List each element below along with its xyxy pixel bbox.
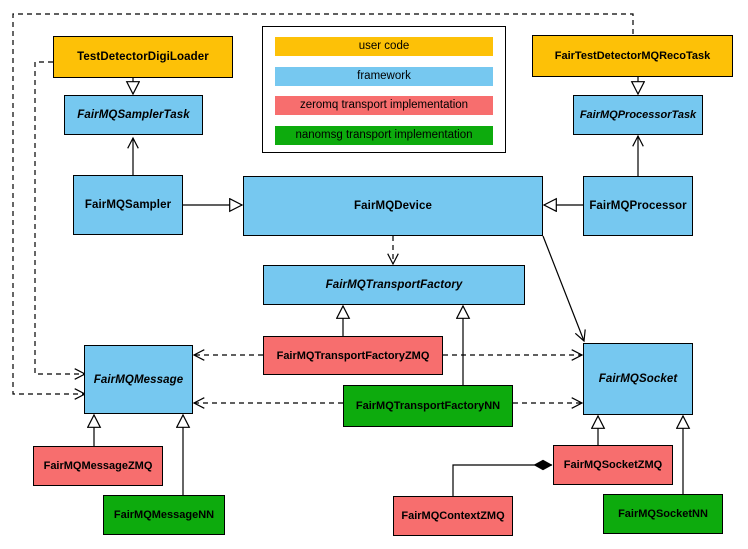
legend-item-nanomsg: nanomsg transport implementation <box>275 126 493 145</box>
node-fairmqsampler: FairMQSampler <box>73 175 183 235</box>
legend-item-framework: framework <box>275 67 493 86</box>
node-fairmqmessagenn: FairMQMessageNN <box>103 495 225 535</box>
node-fairmqtransportfactoryzmq: FairMQTransportFactoryZMQ <box>263 336 443 375</box>
node-fairmqsocket: FairMQSocket <box>583 343 693 415</box>
edge-digiloader-message <box>34 61 87 380</box>
edge-device-socket <box>542 235 586 343</box>
node-fairmqprocessor: FairMQProcessor <box>583 176 693 236</box>
node-fairtestdetectormqrecotask: FairTestDetectorMQRecoTask <box>532 35 733 77</box>
legend-item-zeromq: zeromq transport implementation <box>275 96 493 115</box>
node-testdetectordigiloader: TestDetectorDigiLoader <box>53 36 233 78</box>
edge-contextzmq-socketzmq <box>452 465 552 496</box>
edge-recotask-message <box>12 13 634 400</box>
node-fairmqmessagezmq: FairMQMessageZMQ <box>33 446 163 486</box>
legend: user code framework zeromq transport imp… <box>262 26 506 153</box>
node-fairmqsocketzmq: FairMQSocketZMQ <box>553 445 673 485</box>
node-fairmqtransportfactory: FairMQTransportFactory <box>263 265 525 305</box>
legend-item-user-code: user code <box>275 37 493 56</box>
node-fairmqtransportfactorynn: FairMQTransportFactoryNN <box>343 385 513 427</box>
node-fairmqcontextzmq: FairMQContextZMQ <box>393 496 513 536</box>
node-fairmqmessage: FairMQMessage <box>84 345 193 414</box>
node-fairmqprocessortask: FairMQProcessorTask <box>573 95 703 135</box>
node-fairmqsamplertask: FairMQSamplerTask <box>64 95 203 135</box>
node-fairmqdevice: FairMQDevice <box>243 176 543 236</box>
node-fairmqsocketnn: FairMQSocketNN <box>603 494 723 534</box>
